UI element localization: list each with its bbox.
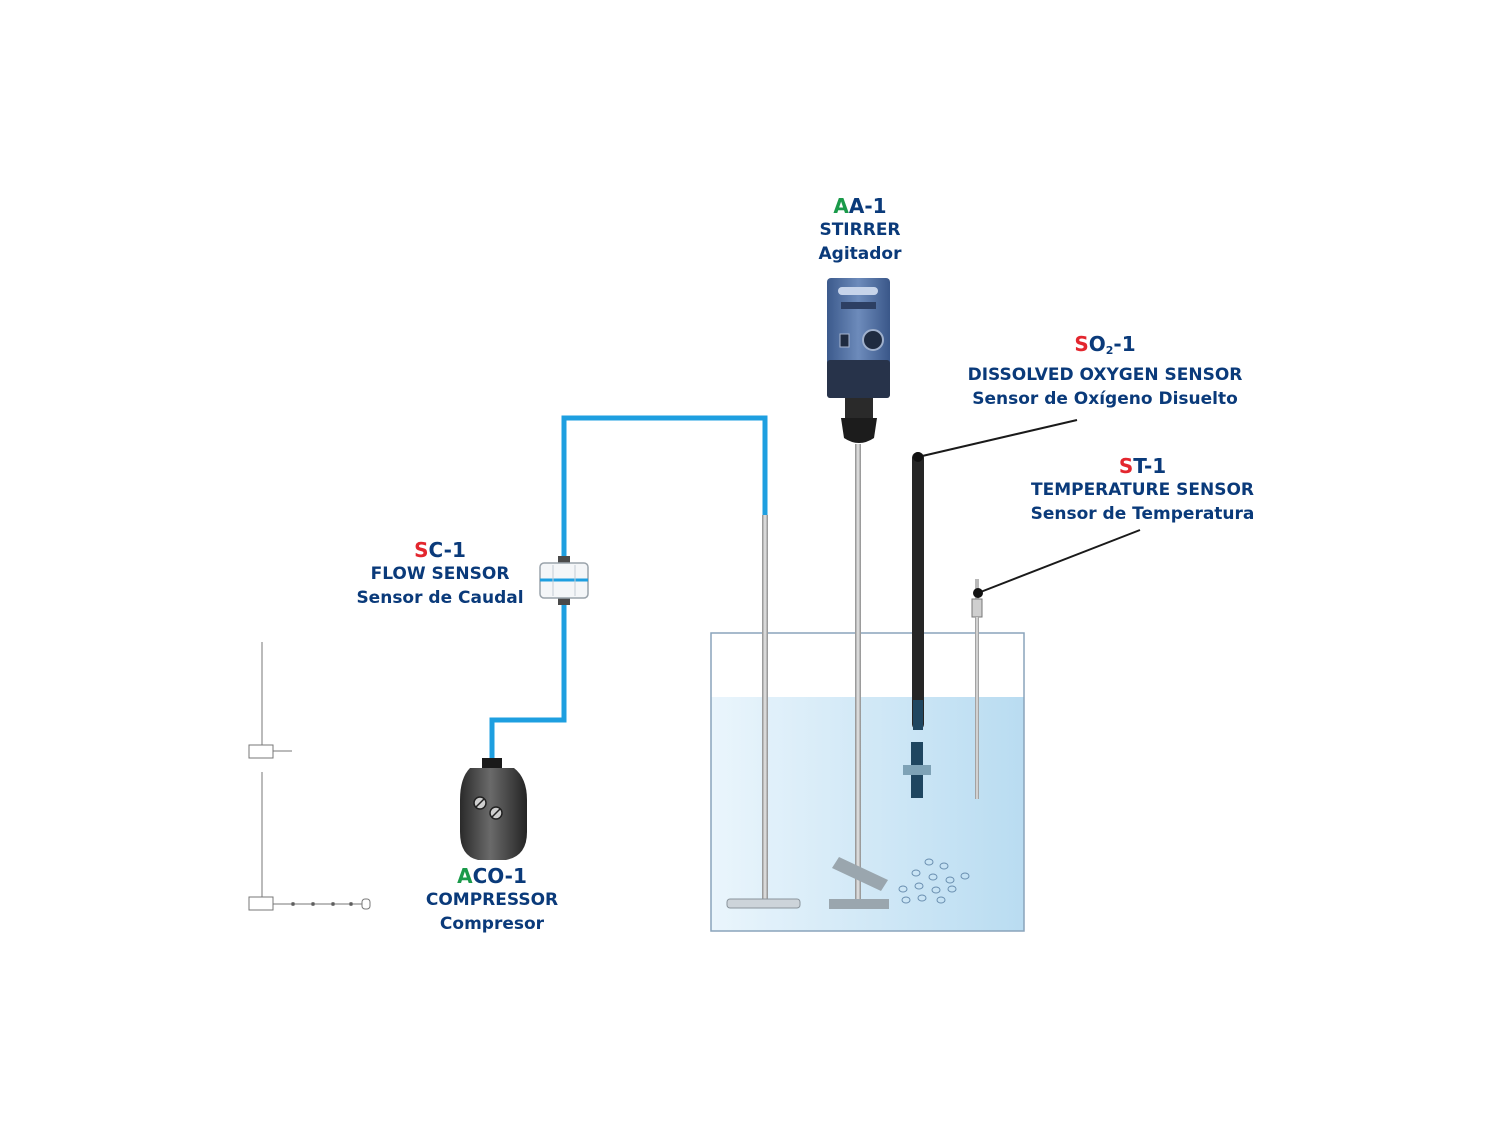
compressor-code: ACO-1 — [412, 864, 572, 888]
air-diffuser — [726, 515, 801, 909]
stirrer-neck — [845, 398, 873, 418]
stirrer-shaft — [855, 444, 861, 900]
stirrer-chuck — [841, 418, 877, 443]
flow-label: SC-1 FLOW SENSOR Sensor de Caudal — [345, 538, 535, 610]
stirrer-element-drawing-lower — [248, 772, 371, 911]
temperature-name: TEMPERATURE SENSOR — [1030, 480, 1255, 500]
temperature-code: ST-1 — [1020, 454, 1265, 478]
stirrer-subname: Agitador — [818, 244, 902, 264]
temperature-label: ST-1 TEMPERATURE SENSOR Sensor de Temper… — [1020, 454, 1265, 526]
impeller-base — [829, 899, 889, 909]
stirrer-code: AA-1 — [785, 194, 935, 218]
stirrer-motor-icon — [827, 278, 890, 443]
stirrer-switch — [839, 333, 850, 348]
do-leader-dot — [913, 452, 923, 462]
flow-code-rest: C-1 — [428, 538, 466, 562]
temperature-code-rest: T-1 — [1133, 454, 1167, 478]
oxygen-code-prefix: S — [1074, 332, 1089, 356]
flow-subname: Sensor de Caudal — [356, 588, 524, 608]
compressor-label: ACO-1 COMPRESSOR Compresor — [412, 864, 572, 936]
air-bubbles-icon — [898, 858, 970, 904]
stirrer-base — [827, 360, 890, 398]
do-probe-cable — [912, 452, 924, 730]
stirrer-knob — [862, 329, 884, 351]
temp-probe-fitting — [971, 598, 983, 618]
tank-outline — [710, 632, 1025, 932]
diffuser-rod — [762, 515, 768, 900]
compressor-name: COMPRESSOR — [425, 890, 559, 910]
do-probe-submerged — [913, 700, 923, 730]
oxygen-label: SO2-1 DISSOLVED OXYGEN SENSOR Sensor de … — [955, 332, 1255, 411]
oxygen-code: SO2-1 — [955, 332, 1255, 363]
flow-code-prefix: S — [414, 538, 429, 562]
do-probe-collar — [903, 765, 931, 775]
temperature-code-prefix: S — [1118, 454, 1134, 478]
temp-probe-stem — [975, 617, 979, 799]
temp-leader-line — [977, 529, 1141, 594]
impeller-blade — [832, 857, 888, 891]
stirrer-code-rest: A-1 — [848, 194, 887, 218]
oxygen-code-main: O — [1088, 332, 1106, 356]
temperature-subname: Sensor de Temperatura — [1030, 504, 1255, 524]
stirrer-code-prefix: A — [833, 194, 849, 218]
diffuser-disk — [726, 898, 801, 909]
oxygen-code-sub: 2 — [1105, 344, 1114, 357]
flow-sensor-icon — [539, 556, 589, 605]
flow-name: FLOW SENSOR — [370, 564, 510, 584]
oxygen-code-tail: -1 — [1113, 332, 1136, 356]
stirrer-element-drawing-upper — [248, 642, 292, 759]
stirrer-display — [838, 287, 878, 295]
flow-code: SC-1 — [345, 538, 535, 562]
oxygen-name: DISSOLVED OXYGEN SENSOR — [967, 365, 1243, 385]
do-leader-line — [917, 419, 1078, 458]
dissolved-oxygen-probe-icon — [903, 452, 931, 798]
stirrer-slot — [841, 302, 876, 309]
stirrer-label: AA-1 STIRRER Agitador — [785, 194, 935, 266]
compressor-subname: Compresor — [439, 914, 545, 934]
oxygen-subname: Sensor de Oxígeno Disuelto — [972, 389, 1238, 409]
temp-leader-dot — [973, 588, 983, 598]
compressor-icon — [460, 758, 527, 860]
compressor-code-prefix: A — [457, 864, 473, 888]
compressor-code-rest: CO-1 — [472, 864, 527, 888]
stirrer-name: STIRRER — [819, 220, 901, 240]
impeller-icon — [829, 857, 889, 909]
